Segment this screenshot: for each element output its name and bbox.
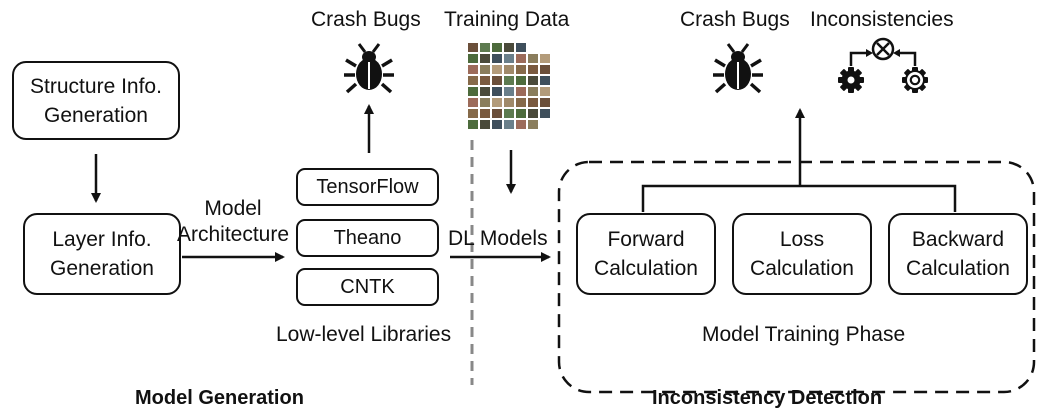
backward-calculation-box: Backward Calculation	[888, 213, 1028, 295]
training-image-thumb	[480, 109, 490, 118]
training-image-thumb	[504, 120, 514, 129]
training-image-thumb	[480, 76, 490, 85]
model-architecture-label: Model Architecture	[176, 197, 290, 246]
structure-info-box: Structure Info. Generation	[12, 61, 180, 140]
forward-calculation-box: Forward Calculation	[576, 213, 716, 295]
training-image-thumb	[480, 98, 490, 107]
dl-models-label: DL Models	[448, 227, 548, 250]
training-image-thumb	[528, 54, 538, 63]
training-image-thumb	[492, 120, 502, 129]
training-image-thumb	[528, 98, 538, 107]
training-image-thumb	[492, 54, 502, 63]
training-image-thumb	[468, 120, 478, 129]
inconsistency-icon-group	[838, 37, 928, 93]
training-image-thumb	[516, 76, 526, 85]
training-image-thumb	[468, 54, 478, 63]
training-image-thumb	[516, 120, 526, 129]
inconsistencies-label: Inconsistencies	[810, 8, 954, 31]
training-image-thumb	[516, 109, 526, 118]
training-image-thumb	[492, 98, 502, 107]
training-image-thumb	[480, 54, 490, 63]
training-phase-caption: Model Training Phase	[702, 323, 906, 346]
training-image-thumb	[504, 76, 514, 85]
training-image-thumb	[516, 87, 526, 96]
training-image-thumb	[540, 54, 550, 63]
library-theano: Theano	[296, 219, 439, 257]
training-image-thumb	[492, 43, 502, 52]
bug-icon	[344, 43, 394, 94]
training-image-thumb	[468, 109, 478, 118]
training-image-thumb	[516, 43, 526, 52]
training-image-thumb	[540, 76, 550, 85]
section-title-inconsistency-detection: Inconsistency Detection	[652, 387, 883, 409]
training-image-thumb	[468, 43, 478, 52]
training-image-thumb	[504, 87, 514, 96]
training-image-thumb	[504, 98, 514, 107]
layer-info-box: Layer Info. Generation	[23, 213, 181, 295]
libraries-caption: Low-level Libraries	[276, 323, 452, 346]
training-image-thumb	[468, 87, 478, 96]
training-phase-boundary	[557, 160, 1036, 394]
crash-bugs-right-label: Crash Bugs	[680, 8, 790, 31]
training-data-label: Training Data	[444, 8, 570, 31]
library-cntk: CNTK	[296, 268, 439, 306]
training-image-thumb	[492, 76, 502, 85]
training-image-thumb	[528, 87, 538, 96]
training-images-icon	[468, 43, 550, 129]
training-image-thumb	[480, 43, 490, 52]
library-tensorflow: TensorFlow	[296, 168, 439, 206]
training-image-thumb	[480, 120, 490, 129]
training-image-thumb	[468, 76, 478, 85]
bracket	[641, 184, 957, 212]
gear-icon	[838, 67, 864, 93]
training-image-thumb	[492, 87, 502, 96]
training-image-thumb	[504, 43, 514, 52]
training-image-thumb	[540, 98, 550, 107]
training-image-thumb	[492, 109, 502, 118]
section-title-model-generation: Model Generation	[135, 387, 304, 409]
training-image-thumb	[468, 98, 478, 107]
training-image-thumb	[468, 65, 478, 74]
training-image-thumb	[504, 54, 514, 63]
training-image-thumb	[528, 65, 538, 74]
training-image-thumb	[480, 87, 490, 96]
crash-bugs-left-label: Crash Bugs	[311, 8, 421, 31]
training-image-thumb	[528, 109, 538, 118]
training-image-thumb	[540, 65, 550, 74]
training-image-thumb	[540, 109, 550, 118]
training-image-thumb	[528, 120, 538, 129]
training-image-thumb	[504, 65, 514, 74]
training-image-thumb	[492, 65, 502, 74]
training-image-thumb	[528, 76, 538, 85]
training-image-thumb	[480, 65, 490, 74]
gear-outline-icon	[902, 67, 928, 93]
loss-calculation-box: Loss Calculation	[732, 213, 872, 295]
training-image-thumb	[504, 109, 514, 118]
training-image-thumb	[516, 98, 526, 107]
training-image-thumb	[516, 65, 526, 74]
bug-icon	[713, 43, 763, 94]
x-circle-icon	[871, 37, 895, 61]
training-image-thumb	[540, 87, 550, 96]
training-image-thumb	[516, 54, 526, 63]
